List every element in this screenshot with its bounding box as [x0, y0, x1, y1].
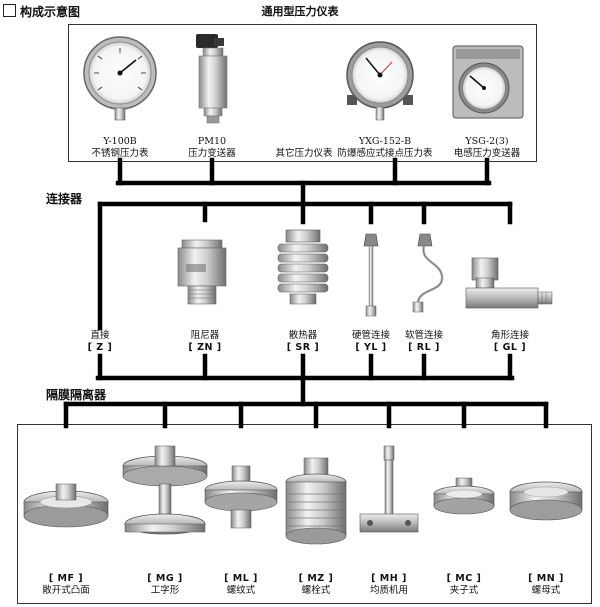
connector-label-sr: 散热器 [ SR ]	[278, 330, 328, 354]
connector-yl-image	[363, 233, 379, 317]
isolator-label-mf: [ MF ] 敞开式凸面	[30, 573, 102, 597]
gauge-label-ysg23: YSG-2(3) 电感压力变送器	[447, 136, 527, 160]
isolator-code: [ MH ]	[371, 573, 407, 584]
isolator-code: [ MN ]	[528, 573, 564, 584]
connection-lines	[63, 157, 549, 429]
gauge-label-other: 其它压力仪表	[264, 148, 344, 160]
connector-name: 软管连接	[404, 330, 443, 341]
isolator-mz-image	[285, 457, 347, 545]
gauge-model: YSG-2(3)	[465, 136, 509, 147]
section-title-isolators: 隔膜隔离器	[46, 388, 107, 402]
isolator-mc-image	[433, 477, 495, 515]
gauge-name: 其它压力仪表	[275, 148, 333, 159]
isolator-label-mz: [ MZ ] 螺栓式	[281, 573, 351, 597]
connector-label-z: 直接 [ Z ]	[75, 330, 125, 354]
connector-sr-image	[277, 229, 329, 305]
connector-code: [ GL ]	[493, 342, 527, 353]
gauge-model: PM10	[197, 136, 227, 147]
isolator-name: 螺母式	[531, 585, 561, 596]
isolator-label-mn: [ MN ] 螺母式	[511, 573, 581, 597]
connector-name: 角形连接	[490, 330, 529, 341]
connector-code: [ SR ]	[286, 342, 320, 353]
gauge-label-pm10: PM10 压力变送器	[172, 136, 252, 160]
connector-label-zn: 阻尼器 [ ZN ]	[180, 330, 230, 354]
isolator-name: 敞开式凸面	[42, 585, 90, 596]
connector-name: 阻尼器	[190, 330, 220, 341]
gauge-name: 电感压力变送器	[453, 148, 521, 159]
top-group-title: 通用型压力仪表	[261, 5, 339, 18]
isolator-label-mh: [ MH ] 均质机用	[354, 573, 424, 597]
connector-name: 硬管连接	[351, 330, 390, 341]
connector-zn-image	[177, 239, 227, 305]
isolator-code: [ ML ]	[224, 573, 258, 584]
isolator-code: [ MC ]	[446, 573, 482, 584]
gauge-label-y100b: Y-100B 不锈钢压力表	[80, 136, 160, 160]
transmitter-pm10-image	[196, 34, 228, 124]
gauge-model: YXG-152-B	[358, 136, 412, 147]
connector-label-rl: 软管连接 [ RL ]	[397, 330, 451, 354]
gauge-name: 压力变送器	[188, 148, 236, 159]
connector-code: [ ZN ]	[188, 342, 222, 353]
isolator-code: [ MF ]	[48, 573, 84, 584]
connector-code: [ RL ]	[408, 342, 440, 353]
connector-name: 散热器	[288, 330, 318, 341]
isolator-mn-image	[509, 481, 583, 521]
isolator-code: [ MG ]	[147, 573, 183, 584]
gauge-name: 防爆感应式接点压力表	[337, 148, 433, 159]
isolator-mf-image	[23, 483, 109, 528]
connector-gl-image	[465, 257, 553, 309]
connector-code: [ Z ]	[87, 342, 113, 353]
connector-rl-image	[412, 233, 444, 313]
isolator-name: 均质机用	[369, 585, 408, 596]
gauge-ysg23-image	[452, 45, 524, 119]
gauge-model: Y-100B	[103, 136, 137, 147]
isolator-label-mc: [ MC ] 夹子式	[429, 573, 499, 597]
isolator-name: 螺栓式	[301, 585, 331, 596]
gauge-y100b-image	[83, 36, 157, 121]
connector-code: [ YL ]	[355, 342, 387, 353]
isolator-mg-image	[122, 445, 208, 535]
connector-name: 直接	[90, 330, 110, 341]
diagram-title: 构成示意图	[20, 5, 81, 19]
isolator-mh-image	[359, 445, 419, 533]
connector-label-gl: 角形连接 [ GL ]	[482, 330, 538, 354]
isolator-code: [ MZ ]	[298, 573, 334, 584]
isolator-name: 夹子式	[449, 585, 479, 596]
connector-label-yl: 硬管连接 [ YL ]	[344, 330, 398, 354]
gauge-name: 不锈钢压力表	[91, 148, 149, 159]
isolator-ml-image	[204, 465, 278, 529]
isolator-name: 螺纹式	[226, 585, 256, 596]
isolator-label-mg: [ MG ] 工字形	[130, 573, 200, 597]
section-title-connectors: 连接器	[46, 192, 83, 206]
header-checkbox	[3, 4, 16, 17]
gauge-yxg152b-image	[346, 41, 414, 121]
gauge-label-yxg152b: YXG-152-B 防爆感应式接点压力表	[330, 136, 440, 160]
isolator-name: 工字形	[150, 585, 180, 596]
isolator-label-ml: [ ML ] 螺纹式	[206, 573, 276, 597]
